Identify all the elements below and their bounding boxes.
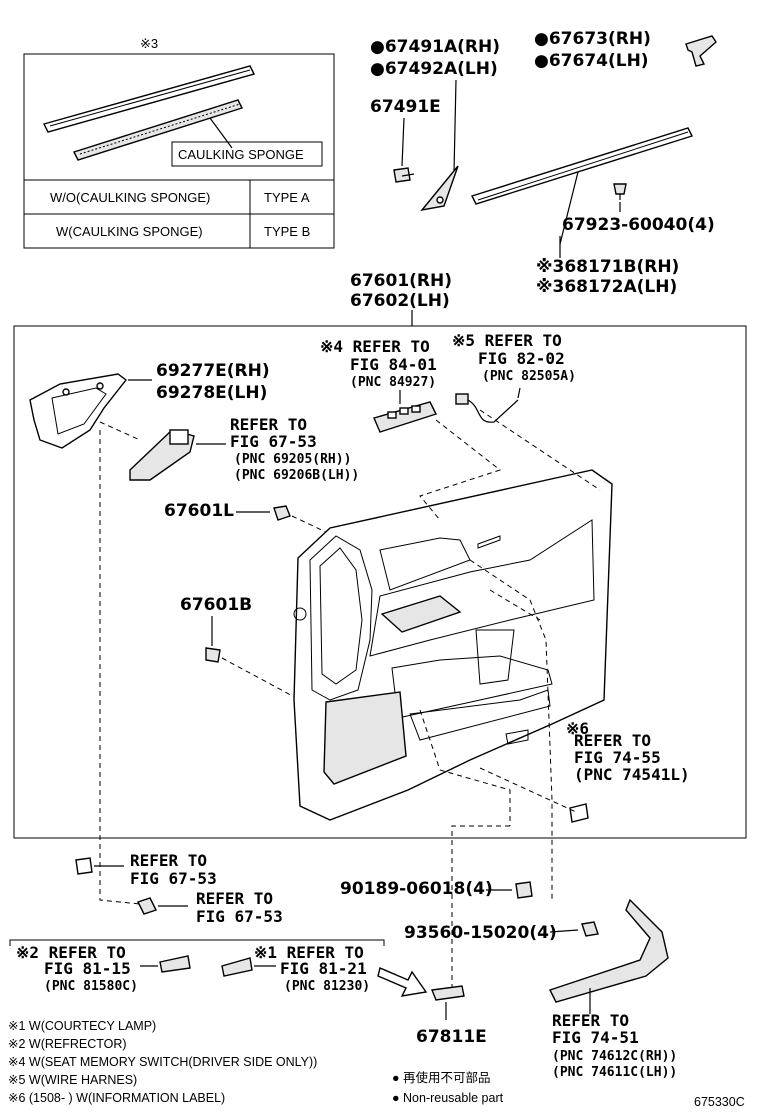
part-69278e: 69278E(LH) (156, 383, 267, 403)
clip-67601b (205, 647, 221, 663)
ref-84-01-pnc: (PNC 84927) (350, 375, 436, 390)
weatherstrip-type-b-illustration (73, 99, 243, 161)
inset-row1-condition: W/O(CAULKING SPONGE) (50, 190, 210, 205)
note-6: ※6 (1508- ) W(INFORMATION LABEL) (8, 1091, 225, 1105)
inner-handle-bracket-69277e (29, 373, 127, 449)
ref-74-51-pnc2: (PNC 74611C(LH)) (552, 1065, 677, 1080)
screw-67601l (273, 505, 291, 521)
inset-row2-condition: W(CAULKING SPONGE) (56, 224, 203, 239)
inset-row2-type: TYPE B (264, 224, 310, 239)
part-67923: 67923-60040(4) (562, 215, 715, 235)
ref-67-53-a-pnc2: (PNC 69206B(LH)) (234, 468, 359, 483)
armrest-trim-74612c (549, 898, 669, 1003)
part-67491e: 67491E (370, 97, 441, 117)
information-label (569, 803, 589, 823)
part-67601: 67601(RH) (350, 271, 452, 291)
ref-81-15-line2: FIG 81-15 (44, 959, 131, 978)
part-90189: 90189-06018(4) (340, 879, 493, 899)
inset-row1-type: TYPE A (264, 190, 310, 205)
legend-japanese: ● 再使用不可部品 (392, 1070, 491, 1085)
ref-82-02-pnc: (PNC 82505A) (482, 369, 576, 384)
door-trim-assembly-box (13, 325, 747, 839)
clip-67491e (393, 167, 415, 183)
part-67491a: ●67491A(RH) (370, 37, 500, 57)
part-68171b: ※368171B(RH) (536, 257, 679, 277)
ref-84-01-line2: FIG 84-01 (350, 355, 437, 374)
part-67601b: 67601B (180, 595, 252, 615)
part-69277e: 69277E(RH) (156, 361, 270, 381)
part-67673: ●67673(RH) (534, 29, 651, 49)
wire-harness (455, 393, 519, 423)
ref-74-51-line1: REFER TO (552, 1011, 629, 1030)
ref-74-55-line1: REFER TO (574, 731, 651, 750)
corner-cover-67491a (420, 165, 459, 212)
caulking-sponge-callout (171, 141, 323, 167)
diagram-id: 675330C (694, 1095, 745, 1109)
ref-81-21-pnc: (PNC 81230) (284, 979, 370, 994)
direction-arrow (377, 967, 428, 997)
ref-81-21-line1: ※1 REFER TO (254, 943, 364, 962)
ref-82-02-line1: ※5 REFER TO (452, 331, 562, 350)
part-67811e: 67811E (416, 1027, 487, 1047)
part-93560: 93560-15020(4) (404, 923, 557, 943)
inset-box (23, 53, 335, 249)
caulking-sponge-label: CAULKING SPONGE (178, 147, 304, 162)
weatherstrip-68171b (471, 127, 693, 205)
ref-67-53-a-pnc1: (PNC 69205(RH)) (234, 452, 351, 467)
ref-82-02-line2: FIG 82-02 (478, 349, 565, 368)
ref-67-53-a-line1: REFER TO (230, 415, 307, 434)
ref-67-53-c-line2: FIG 67-53 (196, 907, 283, 926)
note-5: ※5 W(WIRE HARNES) (8, 1073, 137, 1087)
ref-81-21-line2: FIG 81-21 (280, 959, 367, 978)
courtesy-lamp-81230 (221, 957, 253, 977)
note-2: ※2 W(REFRECTOR) (8, 1037, 127, 1051)
cover-67811e (431, 985, 465, 1001)
inset-title: ※3 (140, 36, 158, 51)
cover-clip-upper (75, 857, 93, 875)
door-trim-panel (293, 469, 613, 821)
ref-74-55-mark: ※6 (566, 719, 589, 738)
reflector-81580c (159, 955, 191, 973)
bracket-67673 (685, 35, 717, 67)
ref-74-55-line2: FIG 74-55 (574, 748, 661, 767)
note-4: ※4 W(SEAT MEMORY SWITCH(DRIVER SIDE ONLY… (8, 1055, 317, 1069)
ref-67-53-a-line2: FIG 67-53 (230, 432, 317, 451)
part-68172a: ※368172A(LH) (536, 277, 677, 297)
legend-english: ● Non-reusable part (392, 1091, 504, 1105)
note-1: ※1 W(COURTECY LAMP) (8, 1019, 156, 1033)
ref-74-51-line2: FIG 74-51 (552, 1028, 639, 1047)
ref-81-15-line1: ※2 REFER TO (16, 943, 126, 962)
ref-group-bracket (9, 939, 385, 946)
inner-door-handle (129, 429, 195, 481)
seat-memory-switch (373, 401, 437, 433)
ref-67-53-b-line1: REFER TO (130, 851, 207, 870)
ref-81-15-pnc: (PNC 81580C) (44, 979, 138, 994)
part-67492a: ●67492A(LH) (370, 59, 498, 79)
ref-74-51-pnc1: (PNC 74612C(RH)) (552, 1049, 677, 1064)
ref-74-55-pnc: (PNC 74541L) (574, 765, 690, 784)
ref-84-01-line1: ※4 REFER TO (320, 337, 430, 356)
part-67601l: 67601L (164, 501, 234, 521)
ref-67-53-c-line1: REFER TO (196, 889, 273, 908)
screw-lower-left (137, 897, 157, 915)
ref-67-53-b-line2: FIG 67-53 (130, 869, 217, 888)
clip-90189 (515, 881, 533, 899)
weatherstrip-type-a-illustration (42, 65, 256, 133)
clip-67923 (613, 183, 627, 200)
screw-93560 (581, 921, 599, 937)
part-67674: ●67674(LH) (534, 51, 649, 71)
part-67602: 67602(LH) (350, 291, 450, 311)
